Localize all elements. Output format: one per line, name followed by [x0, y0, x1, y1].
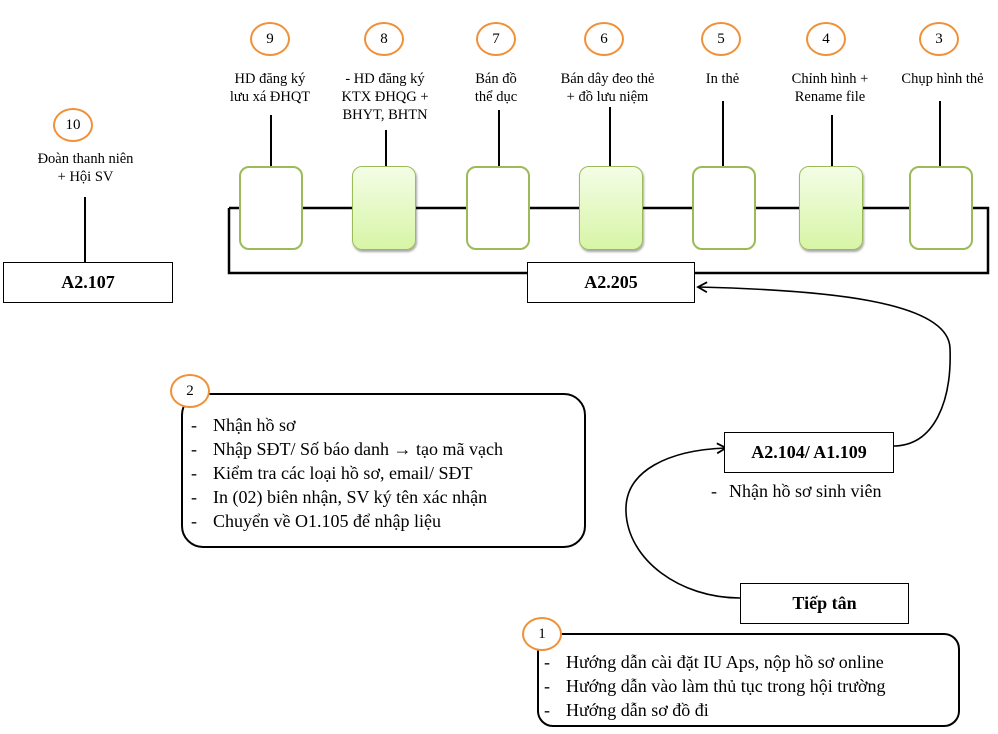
station-6-box	[579, 166, 643, 250]
step-1-item: -Hướng dẫn cài đặt IU Aps, nộp hồ sơ onl…	[544, 652, 884, 672]
connector-line	[498, 110, 500, 167]
step-2-item: -Kiểm tra các loại hồ sơ, email/ SĐT	[191, 463, 473, 483]
station-5-label: In thẻ	[685, 70, 760, 88]
item-text: Nhận hồ sơ	[213, 415, 296, 435]
connector-line	[831, 115, 833, 167]
step-number-circle: 2	[170, 374, 210, 408]
item-text: Nhập SĐT/ Số báo danh → tạo mã vạch	[213, 439, 503, 459]
step-1-item: -Hướng dẫn vào làm thủ tục trong hội trư…	[544, 676, 886, 696]
step-2-panel: -Nhận hồ sơ -Nhập SĐT/ Số báo danh → tạo…	[181, 393, 586, 548]
item-text: Chuyển về O1.105 để nhập liệu	[213, 511, 441, 531]
step-number: 2	[186, 382, 194, 399]
label-line: BHYT, BHTN	[342, 107, 428, 123]
label-line: Bán dây đeo thẻ	[560, 71, 655, 87]
step-number-circle: 3	[919, 22, 959, 56]
station-3-box	[909, 166, 973, 250]
item-text: Hướng dẫn sơ đồ đi	[566, 700, 709, 720]
label-line: Chụp hình thẻ	[901, 71, 984, 87]
station-4-label: Chỉnh hình + Rename file	[775, 70, 885, 106]
station-9-label: HD đăng ký lưu xá ĐHQT	[215, 70, 325, 106]
station-8-label: - HD đăng ký KTX ĐHQG + BHYT, BHTN	[330, 70, 440, 124]
label-line: KTX ĐHQG +	[341, 89, 429, 105]
step-1-panel: -Hướng dẫn cài đặt IU Aps, nộp hồ sơ onl…	[537, 633, 960, 727]
item-text: In (02) biên nhận, SV ký tên xác nhận	[213, 487, 488, 507]
arrow-a2104-to-a2205	[696, 281, 951, 447]
station-6-label: Bán dây đeo thẻ + đồ lưu niệm	[550, 70, 665, 106]
label-line: thể dục	[474, 89, 518, 105]
connector-line	[270, 115, 272, 167]
step-number-circle: 8	[364, 22, 404, 56]
station-5-box	[692, 166, 756, 250]
label-line: + Hội SV	[57, 169, 114, 185]
step-2-item: -In (02) biên nhận, SV ký tên xác nhận	[191, 487, 488, 507]
step-number: 3	[935, 30, 943, 47]
connector-line	[84, 197, 86, 263]
step-number: 1	[538, 625, 546, 642]
step-number-circle: 1	[522, 617, 562, 651]
bullet-dash: -	[711, 481, 717, 501]
station-3-label: Chụp hình thẻ	[890, 70, 995, 88]
step-number-circle: 6	[584, 22, 624, 56]
station-9-box	[239, 166, 303, 250]
item-text: Hướng dẫn vào làm thủ tục trong hội trườ…	[566, 676, 886, 696]
step-number: 5	[717, 30, 725, 47]
label-line: + đồ lưu niệm	[566, 89, 649, 105]
label-line: Đoàn thanh niên	[37, 151, 134, 167]
connector-line	[722, 101, 724, 167]
connector-line	[385, 130, 387, 167]
step-number-circle: 10	[53, 108, 93, 142]
step-1-item: -Hướng dẫn sơ đồ đi	[544, 700, 709, 720]
room-label: Tiếp tân	[792, 593, 857, 613]
connector-line	[939, 101, 941, 167]
label-line: HD đăng ký	[234, 71, 306, 87]
room-a2104-a1109: A2.104/ A1.109	[724, 432, 894, 473]
item-text: Hướng dẫn cài đặt IU Aps, nộp hồ sơ onli…	[566, 652, 884, 672]
step-number-circle: 9	[250, 22, 290, 56]
step-2-item: -Nhận hồ sơ	[191, 415, 296, 435]
station-4-box	[799, 166, 863, 250]
note-text: Nhận hồ sơ sinh viên	[729, 481, 882, 501]
room-label: A2.107	[61, 272, 115, 292]
step-number-circle: 7	[476, 22, 516, 56]
step-number-circle: 4	[806, 22, 846, 56]
a2104-note: -Nhận hồ sơ sinh viên	[711, 481, 882, 502]
label-line: In thẻ	[705, 71, 740, 87]
label-line: lưu xá ĐHQT	[229, 89, 311, 105]
label-line: Chỉnh hình +	[791, 71, 869, 87]
label-line: Bán đồ	[475, 71, 517, 87]
station-loop-line	[227, 206, 990, 275]
room-a2107: A2.107	[3, 262, 173, 303]
label-line: Rename file	[794, 89, 866, 105]
arrow-reception-to-a2104	[625, 442, 741, 599]
step-number: 9	[266, 30, 274, 47]
station-7-label: Bán đồ thể dục	[456, 70, 536, 106]
step-2-item: -Nhập SĐT/ Số báo danh → tạo mã vạch	[191, 439, 503, 459]
step-number: 7	[492, 30, 500, 47]
step-number: 6	[600, 30, 608, 47]
step-number-circle: 5	[701, 22, 741, 56]
label-line: - HD đăng ký	[345, 71, 425, 87]
step-2-item: -Chuyển về O1.105 để nhập liệu	[191, 511, 441, 531]
room-reception: Tiếp tân	[740, 583, 909, 624]
station-7-box	[466, 166, 530, 250]
room-a2205: A2.205	[527, 262, 695, 303]
step-number: 10	[65, 116, 81, 133]
item-text: Kiểm tra các loại hồ sơ, email/ SĐT	[213, 463, 473, 483]
step-number: 4	[822, 30, 830, 47]
station-8-box	[352, 166, 416, 250]
room-label: A2.205	[584, 272, 638, 292]
room-label: A2.104/ A1.109	[751, 442, 867, 462]
union-label: Đoàn thanh niên + Hội SV	[18, 150, 153, 186]
step-number: 8	[380, 30, 388, 47]
connector-line	[609, 107, 611, 167]
